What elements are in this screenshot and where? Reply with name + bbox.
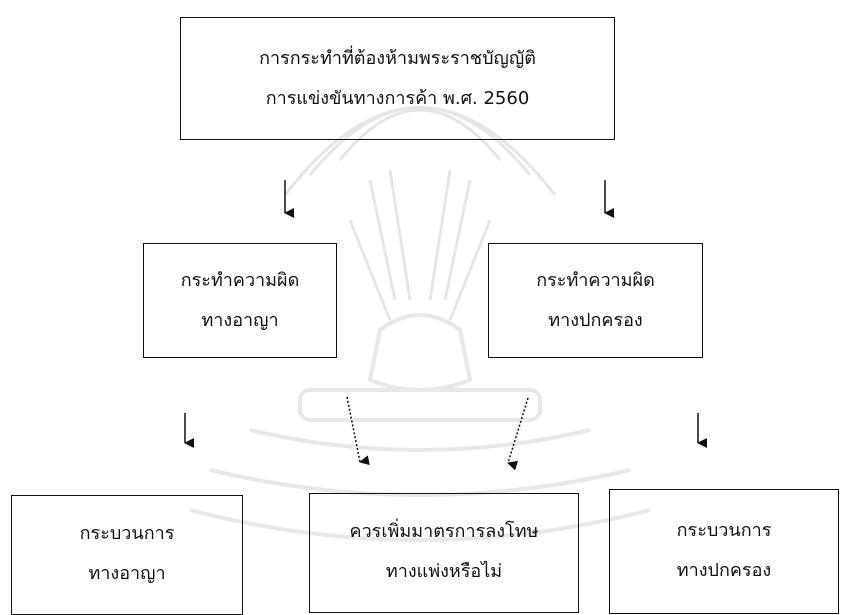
arrow-administrative-to-civil <box>507 397 529 471</box>
top-box-line-2: การแข่งขันทางการค้า พ.ศ. 2560 <box>265 87 530 109</box>
civil-penalty-line-2: ทางแพ่งหรือไม่ <box>385 560 503 582</box>
arrow-criminal-to-civil <box>346 396 370 466</box>
criminal-offense-line-2: ทางอาญา <box>201 309 279 331</box>
administrative-offense-line-2: ทางปกครอง <box>548 309 643 331</box>
administrative-offense-box: กระทำความผิด ทางปกครอง <box>488 243 703 358</box>
top-prohibited-acts-box: การกระทำที่ต้องห้ามพระราชบัญญัติ การแข่ง… <box>180 17 615 140</box>
criminal-offense-line-1: กระทำความผิด <box>180 269 300 291</box>
administrative-process-box: กระบวนการ ทางปกครอง <box>609 489 839 614</box>
administrative-process-line-2: ทางปกครอง <box>676 559 772 581</box>
civil-penalty-line-1: ควรเพิ่มมาตรการลงโทษ <box>349 521 539 542</box>
criminal-process-line-1: กระบวนการ <box>79 523 175 544</box>
criminal-offense-box: กระทำความผิด ทางอาญา <box>143 243 337 358</box>
administrative-offense-line-1: กระทำความผิด <box>536 269 655 291</box>
criminal-process-line-2: ทางอาญา <box>88 562 166 584</box>
civil-penalty-question-box: ควรเพิ่มมาตรการลงโทษ ทางแพ่งหรือไม่ <box>309 493 579 613</box>
top-box-line-1: การกระทำที่ต้องห้ามพระราชบัญญัติ <box>259 47 536 69</box>
criminal-process-box: กระบวนการ ทางอาญา <box>11 495 243 615</box>
administrative-process-line-1: กระบวนการ <box>676 520 772 541</box>
